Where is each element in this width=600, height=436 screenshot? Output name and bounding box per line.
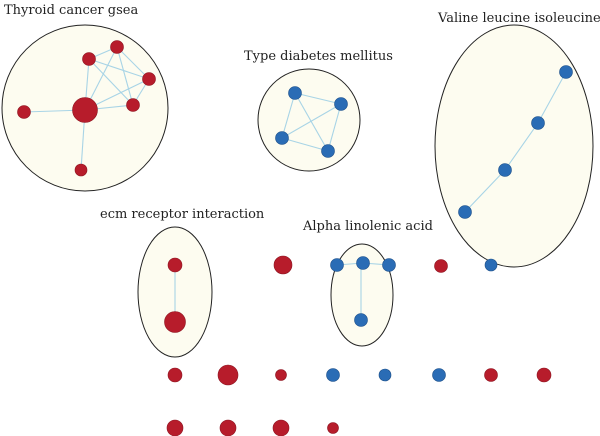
- network-node: [82, 52, 96, 66]
- network-node: [17, 105, 31, 119]
- cluster-label: Valine leucine isoleucine: [437, 11, 600, 26]
- cluster-label: Type diabetes mellitus: [244, 49, 393, 64]
- network-node: [434, 259, 448, 273]
- network-node: [356, 256, 370, 270]
- network-node: [166, 419, 184, 436]
- network-node: [275, 131, 289, 145]
- cluster-boundary: [330, 243, 394, 347]
- cluster-thyroid-cancer-gsea: Thyroid cancer gsea: [1, 3, 169, 192]
- network-node: [327, 422, 339, 434]
- network-node: [72, 97, 98, 123]
- network-node: [432, 368, 446, 382]
- cluster-label: Thyroid cancer gsea: [4, 3, 138, 18]
- cluster-label: Alpha linolenic acid: [302, 219, 433, 234]
- edges: [464, 71, 567, 213]
- network-node: [334, 97, 348, 111]
- network-node: [484, 368, 498, 382]
- network-node: [559, 65, 573, 79]
- cluster-valine-leucine-isoleucine: Valine leucine isoleucine: [434, 11, 600, 268]
- network-node: [498, 163, 512, 177]
- network-node: [330, 258, 344, 272]
- network-node: [219, 419, 237, 436]
- network-node: [110, 40, 124, 54]
- network-node: [217, 364, 239, 386]
- network-node: [164, 311, 186, 333]
- network-node: [484, 258, 498, 272]
- network-node: [126, 98, 140, 112]
- network-node: [273, 255, 293, 275]
- cluster-alpha-linolenic-acid: Alpha linolenic acid: [302, 219, 433, 347]
- network-node: [288, 86, 302, 100]
- network-node: [321, 144, 335, 158]
- cluster-boundary: [434, 24, 594, 268]
- network-node: [378, 368, 392, 382]
- network-node: [142, 72, 156, 86]
- network-node: [531, 116, 545, 130]
- network-node: [275, 369, 287, 381]
- isolated-nodes: [166, 255, 552, 436]
- network-node: [167, 367, 183, 383]
- network-node: [167, 257, 183, 273]
- cluster-type-diabetes-mellitus: Type diabetes mellitus: [244, 49, 393, 172]
- network-node: [382, 258, 396, 272]
- cluster-label: ecm receptor interaction: [100, 207, 265, 222]
- network-node: [74, 163, 88, 177]
- network-node: [272, 419, 290, 436]
- network-node: [536, 367, 552, 383]
- cluster-boundary: [257, 68, 361, 172]
- network-node: [326, 368, 340, 382]
- cluster-ecm-receptor-interaction: ecm receptor interaction: [100, 207, 265, 358]
- network-node: [458, 205, 472, 219]
- network-node: [354, 313, 368, 327]
- edges: [281, 92, 342, 152]
